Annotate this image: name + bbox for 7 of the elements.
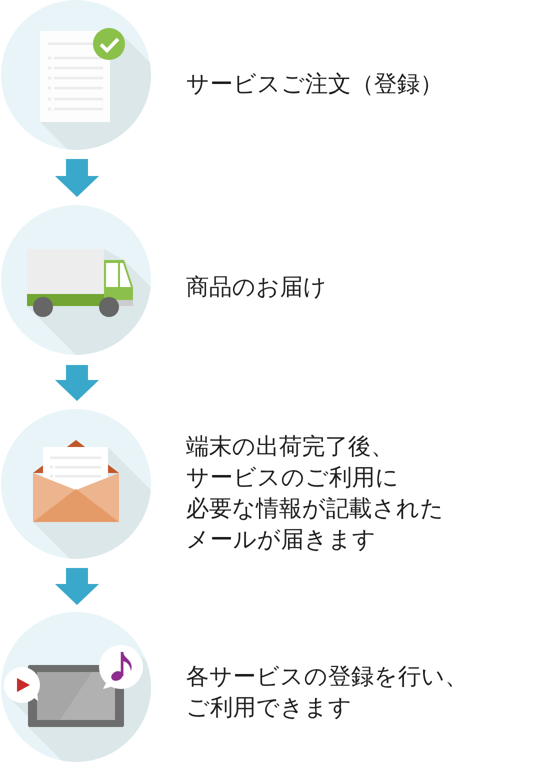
step-text: サービスご注文（登録）: [186, 70, 443, 100]
arrow: [55, 568, 99, 605]
step-text: 商品のお届け: [186, 274, 327, 302]
step-text: 端末の出荷完了後、サービスのご利用に必要な情報が記載されたメールが届きます: [186, 433, 444, 555]
arrow: [55, 159, 99, 197]
step-text: 各サービスの登録を行い、ご利用できます: [186, 663, 468, 723]
arrow: [55, 365, 99, 401]
